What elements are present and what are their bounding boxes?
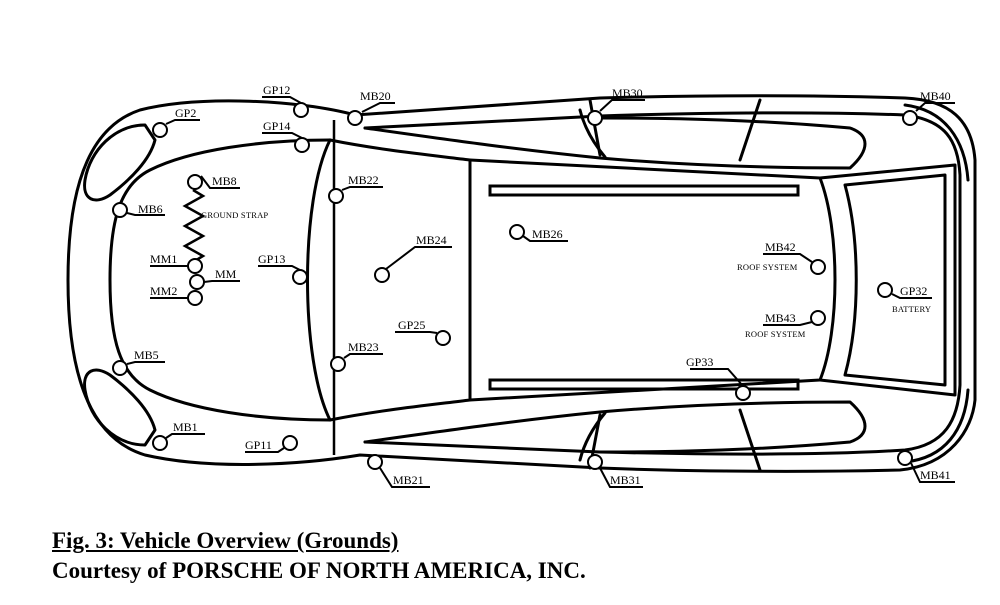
roof-rails (488, 184, 800, 391)
ground-point-gp12 (293, 102, 309, 118)
ground-point-mb5 (112, 360, 128, 376)
ground-strap (182, 188, 206, 264)
labels: GP12 MB20 MB30 MB40 GP2 GP14 MB8 GROUND … (134, 83, 951, 487)
label-mb26: MB26 (532, 227, 563, 241)
ground-point-mb40 (902, 110, 918, 126)
ground-point-mb22 (328, 188, 344, 204)
label-battery: BATTERY (892, 304, 931, 314)
label-mb20: MB20 (360, 89, 391, 103)
figure-title: Fig. 3: Vehicle Overview (Grounds) (52, 528, 399, 553)
label-mb42: MB42 (765, 240, 796, 254)
label-mb22: MB22 (348, 173, 379, 187)
label-gp12: GP12 (263, 83, 290, 97)
label-mb5: MB5 (134, 348, 159, 362)
ground-point-gp2 (152, 122, 168, 138)
label-ground-strap: GROUND STRAP (201, 210, 268, 220)
label-roof-system-2: ROOF SYSTEM (745, 329, 806, 339)
ground-point-mb1 (152, 435, 168, 451)
label-mm2: MM2 (150, 284, 177, 298)
label-roof-system-1: ROOF SYSTEM (737, 262, 798, 272)
label-gp11: GP11 (245, 438, 272, 452)
ground-point-mb6 (112, 202, 128, 218)
ground-point-mb21 (367, 454, 383, 470)
ground-point-mb42 (810, 259, 826, 275)
ground-point-mm2 (187, 290, 203, 306)
label-gp2: GP2 (175, 106, 196, 120)
ground-point-gp32 (877, 282, 893, 298)
label-mb1: MB1 (173, 420, 198, 434)
label-mb6: MB6 (138, 202, 163, 216)
ground-point-mb41 (897, 450, 913, 466)
ground-point-mb8 (187, 174, 203, 190)
vehicle-outline (66, 94, 977, 473)
label-mb30: MB30 (612, 86, 643, 100)
leader-lines (126, 96, 955, 488)
label-mb24: MB24 (416, 233, 447, 247)
ground-point-mb26 (509, 224, 525, 240)
ground-point-mb30 (587, 110, 603, 126)
ground-point-gp13 (292, 269, 308, 285)
label-mb40: MB40 (920, 89, 951, 103)
label-mb21: MB21 (393, 473, 424, 487)
label-mb41: MB41 (920, 468, 951, 482)
label-gp25: GP25 (398, 318, 425, 332)
label-gp33: GP33 (686, 355, 713, 369)
ground-point-mb43 (810, 310, 826, 326)
roof-rail-bottom (488, 378, 800, 391)
ground-point-mb31 (587, 454, 603, 470)
ground-point-mb23 (330, 356, 346, 372)
label-mm1: MM1 (150, 252, 177, 266)
ground-point-mm1 (187, 258, 203, 274)
label-gp13: GP13 (258, 252, 285, 266)
vehicle-grounds-diagram: GP12 MB20 MB30 MB40 GP2 GP14 MB8 GROUND … (66, 83, 977, 488)
ground-point-gp11 (282, 435, 298, 451)
label-gp14: GP14 (263, 119, 290, 133)
label-mb8: MB8 (212, 174, 237, 188)
ground-point-mb24 (374, 267, 390, 283)
ground-point-mb20 (347, 110, 363, 126)
ground-point-mm (189, 274, 205, 290)
ground-point-gp33 (735, 385, 751, 401)
label-gp32: GP32 (900, 284, 927, 298)
ground-point-gp25 (435, 330, 451, 346)
label-mb43: MB43 (765, 311, 796, 325)
label-mm: MM (215, 267, 237, 281)
roof-rail-top (488, 184, 800, 197)
figure-credit: Courtesy of PORSCHE OF NORTH AMERICA, IN… (52, 558, 586, 583)
ground-point-gp14 (294, 137, 310, 153)
label-mb31: MB31 (610, 473, 641, 487)
label-mb23: MB23 (348, 340, 379, 354)
